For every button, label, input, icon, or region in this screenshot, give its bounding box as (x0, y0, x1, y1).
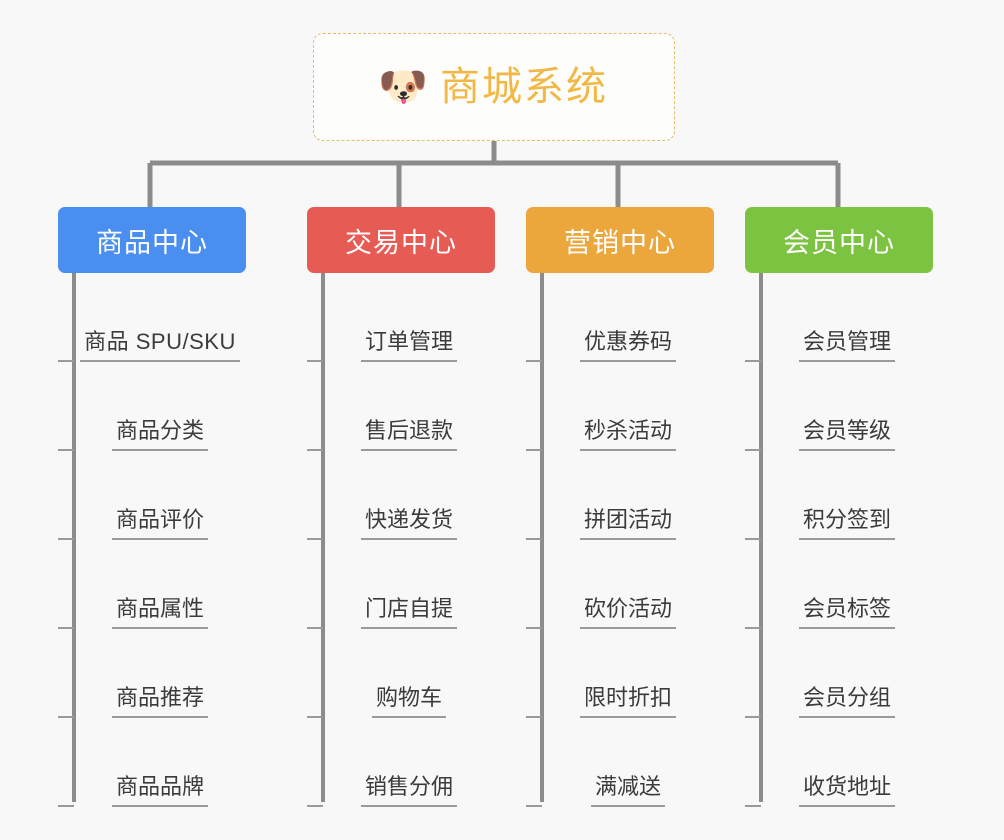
leaf-label: 秒杀活动 (579, 418, 676, 451)
branch-trade-center: 交易中心 订单管理 售后退款 快递发货 门店自提 购物车 销售分佣 (307, 207, 495, 807)
branch-product-center: 商品中心 商品 SPU/SKU 商品分类 商品评价 商品属性 商品推荐 商品品牌 (58, 207, 246, 807)
leaf-label: 销售分佣 (360, 774, 457, 807)
category-header-label: 商品中心 (96, 227, 208, 258)
leaf-list-marketing-center: 优惠券码 秒杀活动 拼团活动 砍价活动 限时折扣 满减送 (526, 273, 714, 807)
leaf-label: 商品属性 (111, 596, 208, 629)
list-item[interactable]: 积分签到 (745, 451, 933, 540)
list-item[interactable]: 商品评价 (58, 451, 246, 540)
category-header-trade-center[interactable]: 交易中心 (307, 207, 495, 273)
list-item[interactable]: 会员标签 (745, 540, 933, 629)
leaf-label: 商品评价 (111, 507, 208, 540)
leaf-label: 订单管理 (360, 329, 457, 362)
branch-marketing-center: 营销中心 优惠券码 秒杀活动 拼团活动 砍价活动 限时折扣 满减送 (526, 207, 714, 807)
leaf-label: 会员等级 (798, 418, 895, 451)
list-item[interactable]: 商品属性 (58, 540, 246, 629)
list-item[interactable]: 快递发货 (307, 451, 495, 540)
list-item[interactable]: 收货地址 (745, 718, 933, 807)
list-item[interactable]: 售后退款 (307, 362, 495, 451)
leaf-list-member-center: 会员管理 会员等级 积分签到 会员标签 会员分组 收货地址 (745, 273, 933, 807)
category-header-label: 交易中心 (345, 227, 457, 258)
list-item[interactable]: 商品品牌 (58, 718, 246, 807)
list-item[interactable]: 会员等级 (745, 362, 933, 451)
category-header-member-center[interactable]: 会员中心 (745, 207, 933, 273)
category-header-label: 营销中心 (564, 227, 676, 258)
leaf-label: 商品 SPU/SKU (80, 329, 240, 362)
leaf-label: 会员分组 (798, 685, 895, 718)
list-item[interactable]: 砍价活动 (526, 540, 714, 629)
leaf-label: 限时折扣 (579, 685, 676, 718)
leaf-label: 会员管理 (798, 329, 895, 362)
list-item[interactable]: 限时折扣 (526, 629, 714, 718)
root-node[interactable]: 🐶 商城系统 (313, 33, 675, 141)
branch-member-center: 会员中心 会员管理 会员等级 积分签到 会员标签 会员分组 收货地址 (745, 207, 933, 807)
shiba-dog-face-icon: 🐶 (378, 65, 428, 109)
list-item[interactable]: 秒杀活动 (526, 362, 714, 451)
leaf-list-product-center: 商品 SPU/SKU 商品分类 商品评价 商品属性 商品推荐 商品品牌 (58, 273, 246, 807)
root-title: 商城系统 (440, 65, 608, 109)
category-header-label: 会员中心 (783, 227, 895, 258)
leaf-label: 收货地址 (798, 774, 895, 807)
category-header-marketing-center[interactable]: 营销中心 (526, 207, 714, 273)
category-header-product-center[interactable]: 商品中心 (58, 207, 246, 273)
leaf-label: 商品分类 (111, 418, 208, 451)
list-item[interactable]: 商品分类 (58, 362, 246, 451)
list-item[interactable]: 商品推荐 (58, 629, 246, 718)
leaf-label: 会员标签 (798, 596, 895, 629)
list-item[interactable]: 会员管理 (745, 273, 933, 362)
leaf-label: 满减送 (590, 774, 665, 807)
list-item[interactable]: 销售分佣 (307, 718, 495, 807)
leaf-label: 快递发货 (360, 507, 457, 540)
list-item[interactable]: 商品 SPU/SKU (58, 273, 246, 362)
leaf-label: 拼团活动 (579, 507, 676, 540)
leaf-label: 售后退款 (360, 418, 457, 451)
list-item[interactable]: 满减送 (526, 718, 714, 807)
leaf-label: 积分签到 (798, 507, 895, 540)
leaf-label: 砍价活动 (579, 596, 676, 629)
leaf-label: 商品品牌 (111, 774, 208, 807)
list-item[interactable]: 优惠券码 (526, 273, 714, 362)
list-item[interactable]: 门店自提 (307, 540, 495, 629)
list-item[interactable]: 订单管理 (307, 273, 495, 362)
leaf-label: 优惠券码 (579, 329, 676, 362)
leaf-label: 商品推荐 (111, 685, 208, 718)
leaf-list-trade-center: 订单管理 售后退款 快递发货 门店自提 购物车 销售分佣 (307, 273, 495, 807)
leaf-label: 购物车 (371, 685, 446, 718)
list-item[interactable]: 拼团活动 (526, 451, 714, 540)
list-item[interactable]: 购物车 (307, 629, 495, 718)
leaf-label: 门店自提 (360, 596, 457, 629)
list-item[interactable]: 会员分组 (745, 629, 933, 718)
